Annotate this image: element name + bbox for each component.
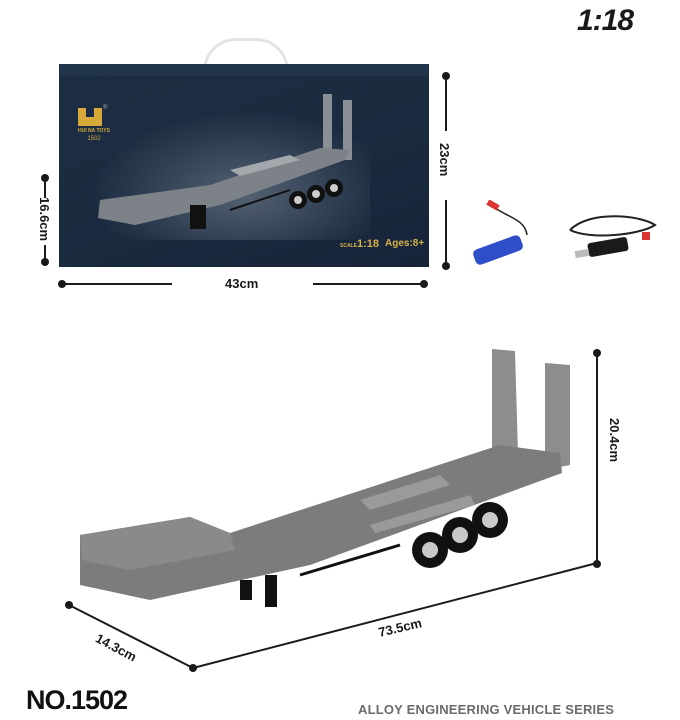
dim-dot [442,262,450,270]
package-box [59,64,429,267]
package-box-top [59,64,429,76]
brand-logo-icon [78,108,102,126]
dim-line-width [62,283,172,285]
dim-line-height [445,76,447,131]
usb-cable-image [569,215,657,259]
dim-line-depth [44,245,46,260]
battery-image [473,200,528,265]
dim-line-height [445,200,447,265]
box-model-no: 1502 [87,136,101,142]
series-title: ALLOY ENGINEERING VEHICLE SERIES [358,702,615,717]
box-depth-label: 16.6cm [37,197,52,242]
dim-line-height [596,353,598,563]
product-height-label: 20.4cm [607,418,622,463]
box-ages-label: Ages:8+ [385,238,425,249]
box-trailer-image [98,94,352,229]
trailer-image [80,349,570,607]
dim-line-width [313,283,423,285]
dim-dot [420,280,428,288]
box-height-label: 23cm [437,143,452,177]
scale-label: 1:18 [577,4,634,37]
box-width-label: 43cm [225,276,259,291]
brand-name: HUI NA TOYS [78,128,110,134]
model-number: NO.1502 [26,685,128,715]
box-scale-label: SCALE1:18 [340,238,379,250]
dim-line-depth [44,178,46,198]
registered-mark: ® [103,105,108,111]
dimension-lines [65,562,598,672]
dim-dot [41,258,49,266]
